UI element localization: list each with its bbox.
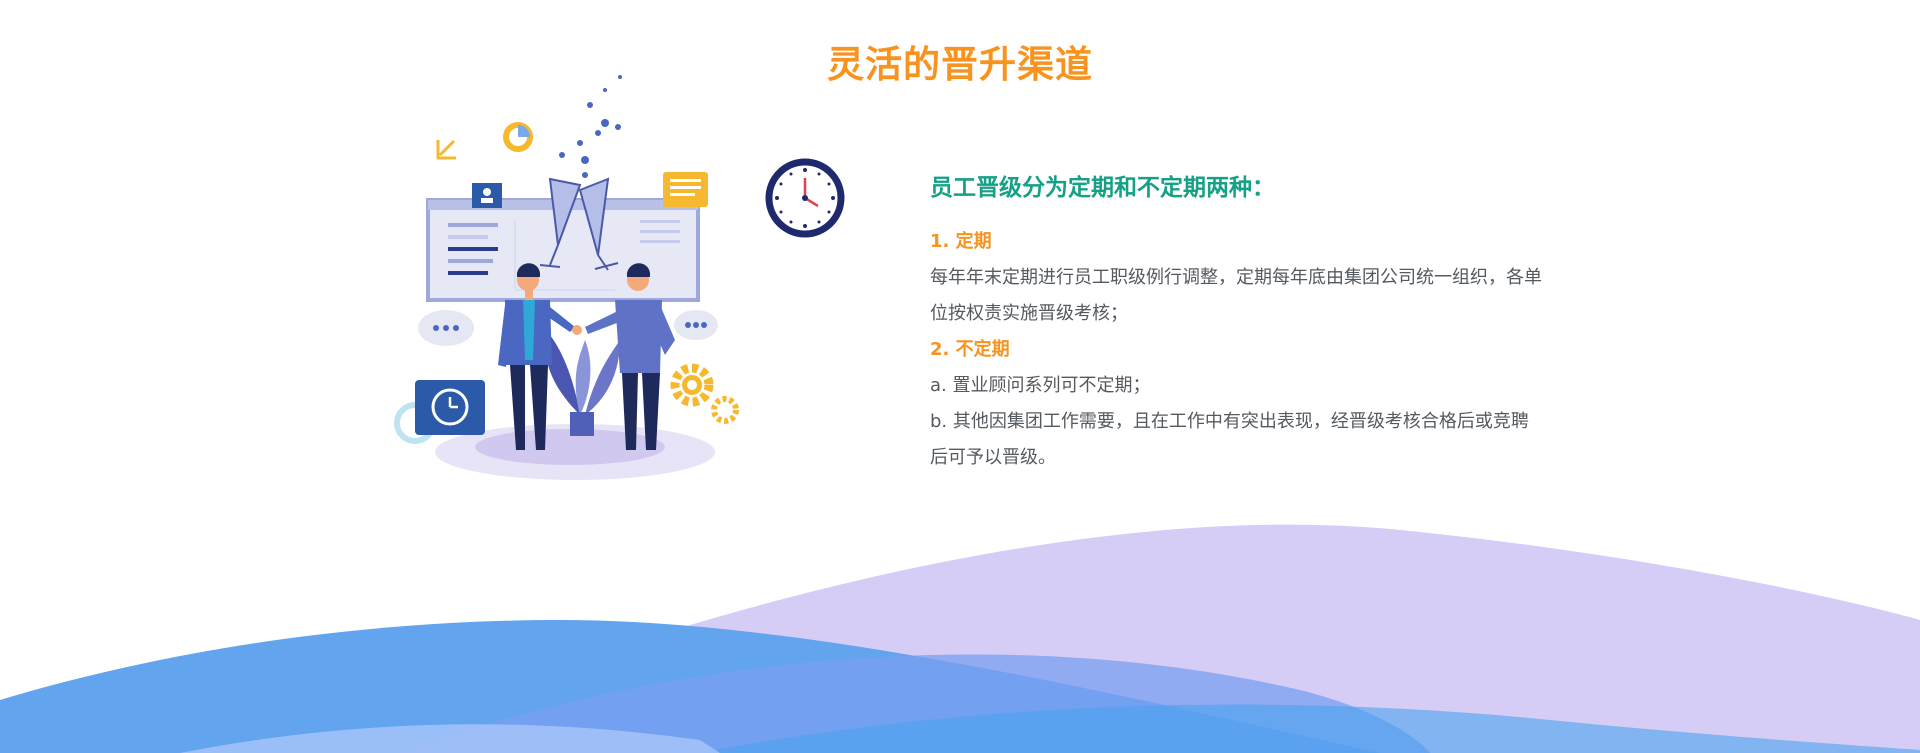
clock-icon (765, 158, 845, 238)
item-text-irregular-a: a. 置业顾问系列可不定期； (930, 375, 1151, 396)
item-text-regular: 每年年末定期进行员工职级例行调整，定期每年底由集团公司统一组织，各单位按权责实施… (930, 267, 1542, 324)
document-icon (663, 172, 708, 207)
promotion-content: 员工晋级分为定期和不定期两种： 1. 定期 每年年末定期进行员工职级例行调整，定… (930, 168, 1542, 476)
page-title: 灵活的晋升渠道 (827, 43, 1093, 86)
item-label-regular: 1. 定期 (930, 231, 992, 252)
gear-icon (670, 363, 714, 407)
chart-icon (436, 139, 456, 160)
item-label-irregular: 2. 不定期 (930, 339, 1010, 360)
item-text-irregular-b: b. 其他因集团工作需要，且在工作中有突出表现，经晋级考核合格后或竞聘后可予以晋… (930, 411, 1529, 468)
team-illustration (394, 75, 739, 480)
section-heading: 员工晋级分为定期和不定期两种： (930, 175, 1275, 201)
